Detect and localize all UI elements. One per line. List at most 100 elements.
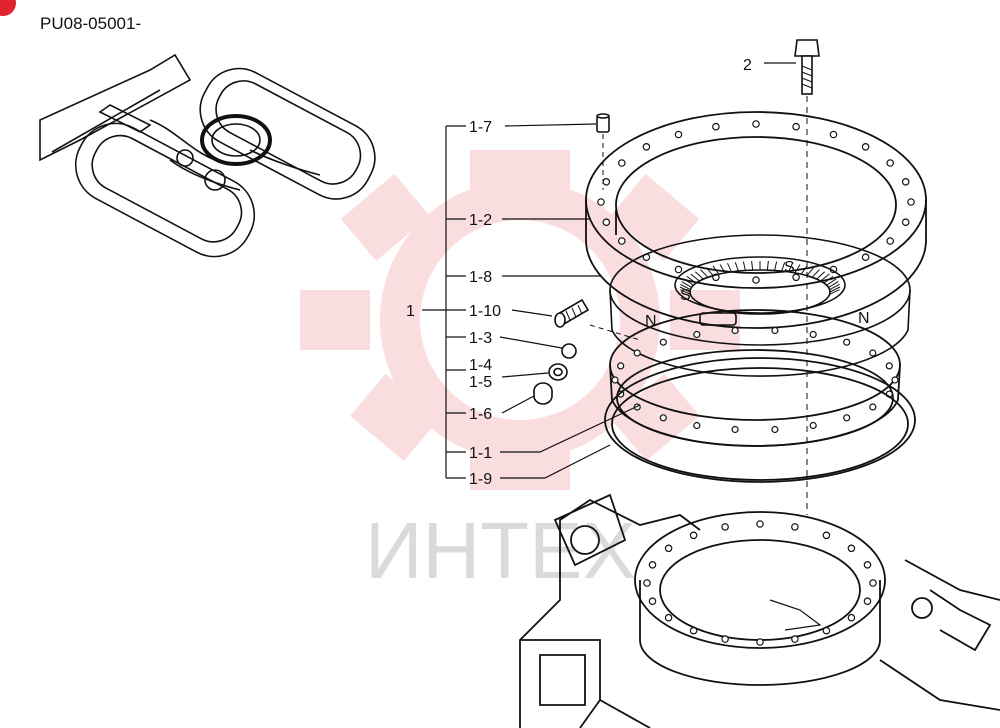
lower-frame bbox=[519, 493, 1000, 728]
gear-tooth bbox=[781, 262, 786, 272]
bolt-hole bbox=[752, 276, 760, 284]
bolt-hole bbox=[689, 531, 698, 540]
label-1-10: 1-10 bbox=[469, 303, 501, 320]
bolt-hole bbox=[869, 579, 877, 587]
bolt-hole bbox=[809, 330, 817, 339]
label-1-8: 1-8 bbox=[469, 269, 492, 286]
watermark-text: ИНТЕХ bbox=[365, 506, 636, 595]
bolt-hole bbox=[674, 130, 683, 139]
leader-lines bbox=[422, 62, 796, 479]
bolt-hole bbox=[693, 421, 701, 430]
label-2: 2 bbox=[743, 57, 752, 74]
gear-tooth bbox=[679, 286, 691, 293]
ring-marks: S S N N bbox=[645, 259, 870, 330]
pin-part-1-7 bbox=[596, 113, 610, 133]
gear-tooth bbox=[823, 275, 834, 284]
bolt-hole bbox=[901, 178, 910, 186]
bolt-hole bbox=[752, 120, 760, 128]
bolt-hole bbox=[822, 531, 831, 540]
bolt-hole bbox=[659, 338, 667, 346]
corner-badge bbox=[0, 0, 16, 16]
label-1: 1 bbox=[406, 303, 415, 320]
label-1-4: 1-4 bbox=[469, 357, 492, 374]
bolt-hole bbox=[863, 560, 872, 569]
bolt-hole bbox=[721, 635, 729, 643]
label-1-1: 1-1 bbox=[469, 445, 492, 462]
gear-tooth bbox=[712, 265, 720, 275]
bolt-hole bbox=[843, 338, 851, 346]
gear-tooth bbox=[742, 261, 746, 271]
bolt-hole bbox=[886, 159, 895, 167]
base-flange bbox=[634, 511, 886, 649]
inner-ring-part-1-1 bbox=[609, 309, 901, 447]
gear-tooth bbox=[766, 261, 769, 271]
gear-tooth bbox=[829, 286, 841, 293]
bolt-hole bbox=[863, 597, 872, 606]
gear-tooth bbox=[719, 264, 726, 274]
bolt-hole bbox=[643, 579, 651, 587]
bolt-part-2 bbox=[794, 39, 820, 95]
gear-tooth bbox=[774, 261, 778, 271]
bolt-hole bbox=[829, 130, 838, 139]
gear-tooth bbox=[700, 269, 709, 278]
bolt-hole bbox=[791, 523, 799, 531]
svg-text:N: N bbox=[858, 310, 870, 327]
bolt-hole bbox=[617, 237, 626, 245]
bolt-hole bbox=[648, 560, 657, 569]
bolt-hole bbox=[869, 403, 877, 411]
seal-part-1-9 bbox=[604, 357, 916, 483]
grease-nipple-part-1-10 bbox=[554, 298, 590, 328]
bolt-hole bbox=[792, 273, 800, 282]
gear-tooth bbox=[829, 283, 840, 291]
bolt-hole bbox=[907, 198, 915, 206]
label-1-9: 1-9 bbox=[469, 471, 492, 488]
gear-tooth bbox=[706, 267, 714, 277]
bolt-hole bbox=[731, 425, 739, 434]
bolt-hole bbox=[721, 523, 729, 531]
drawing-code: PU08-05001- bbox=[40, 14, 142, 33]
bolt-hole bbox=[886, 237, 895, 245]
gear-teeth bbox=[679, 261, 841, 295]
bolt-hole bbox=[659, 414, 667, 422]
gear-tooth bbox=[694, 271, 704, 280]
svg-text:S: S bbox=[784, 259, 795, 276]
label-1-3: 1-3 bbox=[469, 330, 492, 347]
bolt-hole bbox=[791, 635, 799, 643]
bolt-hole bbox=[869, 349, 877, 357]
bolt-hole bbox=[642, 143, 651, 151]
bolt-hole bbox=[809, 421, 817, 430]
label-1-7: 1-7 bbox=[469, 119, 492, 136]
bolt-hole bbox=[617, 159, 626, 167]
svg-text:S: S bbox=[680, 287, 691, 304]
bolt-hole bbox=[843, 414, 851, 422]
bolt-hole bbox=[822, 626, 831, 635]
callout-labels: 1 1-7 1-2 1-8 1-10 1-3 1-4 1-5 1-6 1-1 1… bbox=[406, 57, 752, 488]
bolt-hole bbox=[664, 544, 673, 553]
gear-tooth bbox=[751, 261, 754, 271]
bolt-hole bbox=[597, 198, 605, 206]
gear-tooth bbox=[686, 275, 697, 284]
gear-tooth bbox=[680, 289, 691, 295]
bolt-hole bbox=[861, 143, 870, 151]
gear-tooth bbox=[816, 271, 826, 280]
gear-tooth bbox=[683, 278, 694, 286]
gear-tooth bbox=[820, 273, 830, 282]
gear-tooth bbox=[800, 265, 808, 275]
bolt-hole bbox=[611, 376, 619, 384]
bolt-hole bbox=[891, 376, 899, 384]
inner-ring-holes bbox=[611, 326, 899, 434]
bolt-hole bbox=[847, 613, 856, 622]
gear-tooth bbox=[811, 269, 820, 278]
bolt-hole bbox=[847, 544, 856, 553]
outer-ring-part-1-2 bbox=[585, 111, 927, 329]
bolt-hole bbox=[693, 330, 701, 339]
bolt-hole bbox=[861, 253, 870, 262]
gear-tooth bbox=[794, 264, 801, 274]
bolt-hole bbox=[602, 218, 611, 227]
svg-text:N: N bbox=[645, 313, 657, 330]
bolt-hole bbox=[771, 425, 779, 434]
gear-tooth bbox=[680, 283, 691, 291]
outer-ring-holes bbox=[597, 120, 915, 284]
gear-tooth bbox=[829, 289, 840, 295]
